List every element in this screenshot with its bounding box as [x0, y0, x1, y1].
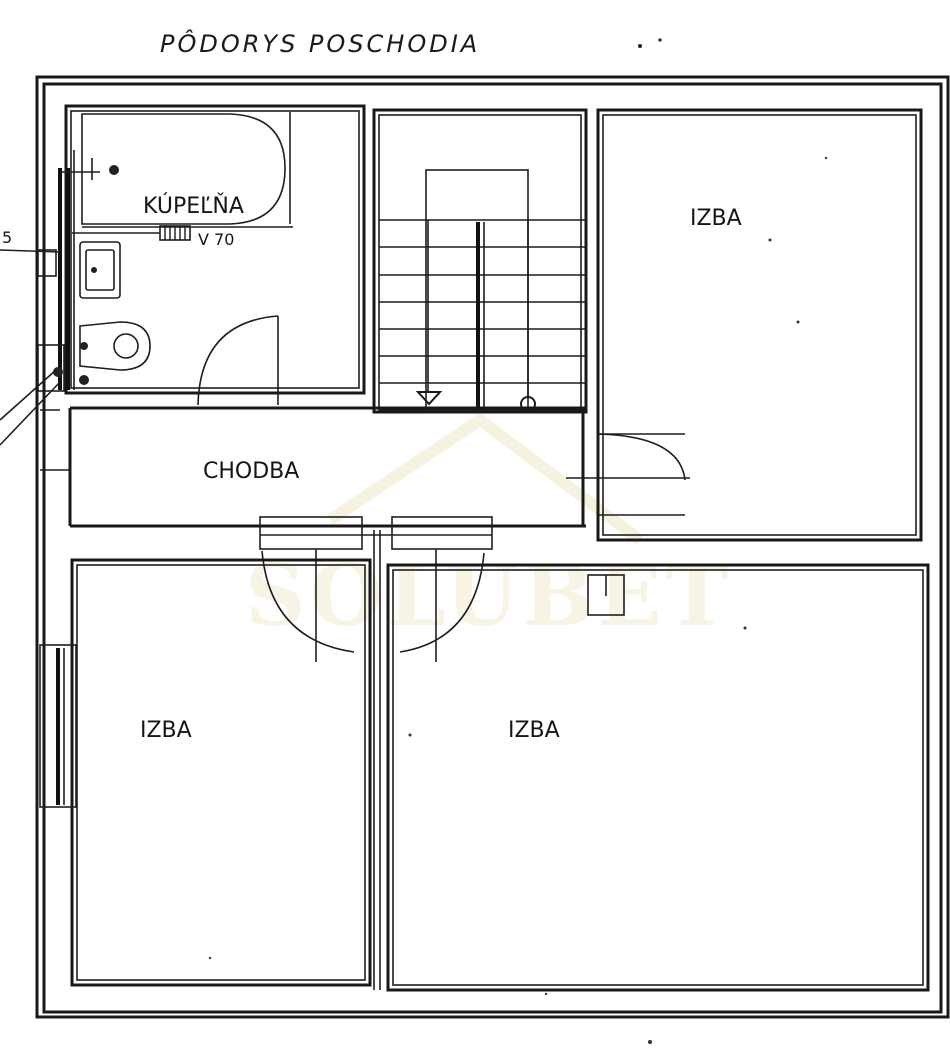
stair-arrow-icon: [415, 391, 443, 406]
room-north-east: IZBA: [566, 108, 923, 542]
room-north-east-label: IZBA: [690, 206, 742, 231]
west-window: 5: [0, 228, 70, 471]
scan-specks: [208, 156, 828, 1044]
heater-icon: [164, 226, 186, 240]
watermark-logo: SOLUBET: [245, 412, 732, 645]
edge-mark: 5: [2, 228, 12, 247]
outer-walls: [35, 75, 950, 1019]
heater-label: V 70: [198, 230, 234, 249]
corridor: CHODBA: [68, 406, 586, 528]
bathroom: KÚPEĽŇA V 70: [53, 104, 366, 406]
title-dots: [638, 38, 662, 48]
lower-doors: [259, 516, 625, 662]
room-south-west-label: IZBA: [140, 718, 192, 743]
room-south-east: IZBA: [373, 530, 930, 992]
plan-title: PÔDORYS POSCHODIA: [160, 28, 480, 58]
room-south-east-label: IZBA: [508, 718, 560, 743]
bathroom-label: KÚPEĽŇA: [143, 193, 244, 219]
watermark-text: SOLUBET: [245, 546, 732, 645]
room-south-west: IZBA: [39, 558, 372, 987]
corridor-label: CHODBA: [203, 459, 299, 484]
staircase: [372, 108, 588, 414]
